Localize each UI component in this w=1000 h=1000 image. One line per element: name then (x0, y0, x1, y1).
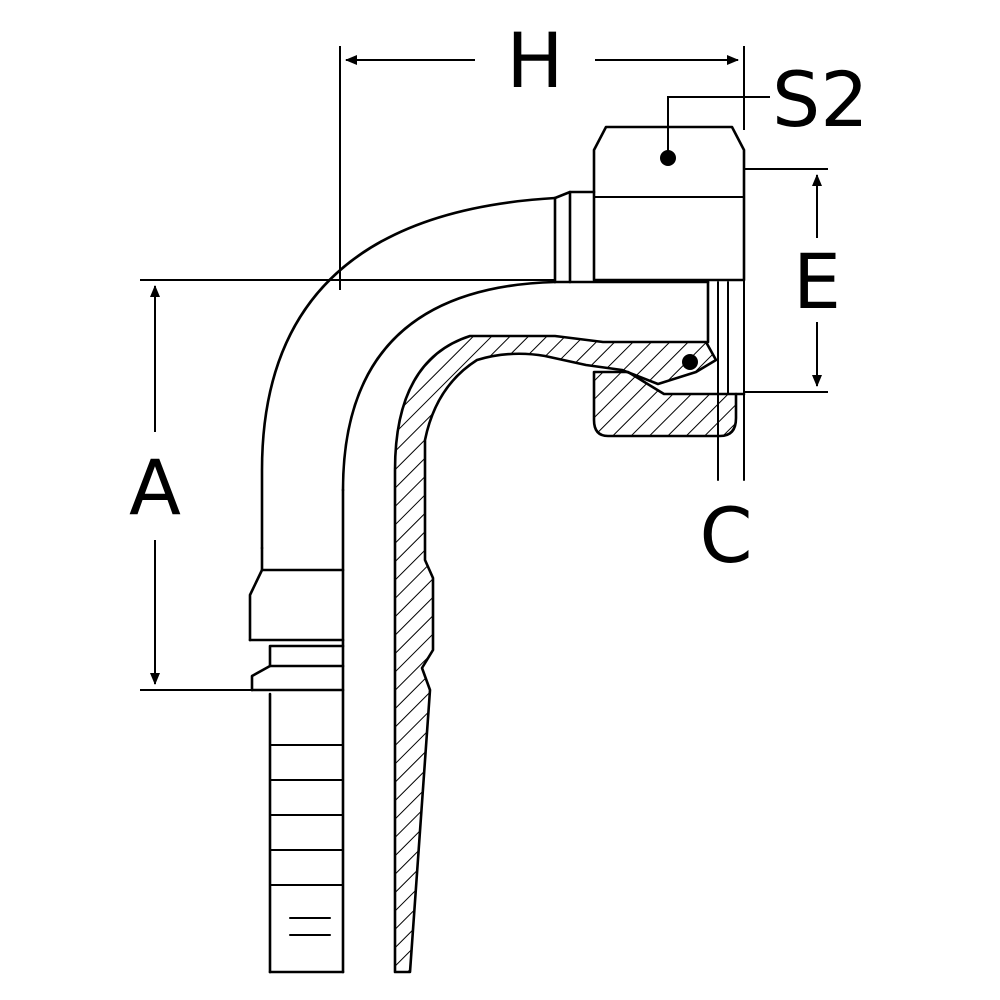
section-hatching (393, 334, 738, 974)
bore-wall-section (393, 334, 718, 974)
fitting-outline (248, 125, 746, 974)
o-ring (682, 354, 698, 370)
label-a: A (129, 443, 181, 532)
label-s2: S2 (772, 55, 869, 144)
label-h: H (506, 16, 563, 105)
dimensions (140, 46, 828, 691)
dimension-labels: H S2 E A C (129, 16, 869, 580)
label-c: C (699, 491, 752, 580)
nut-section (592, 370, 738, 438)
label-e: E (793, 237, 841, 326)
